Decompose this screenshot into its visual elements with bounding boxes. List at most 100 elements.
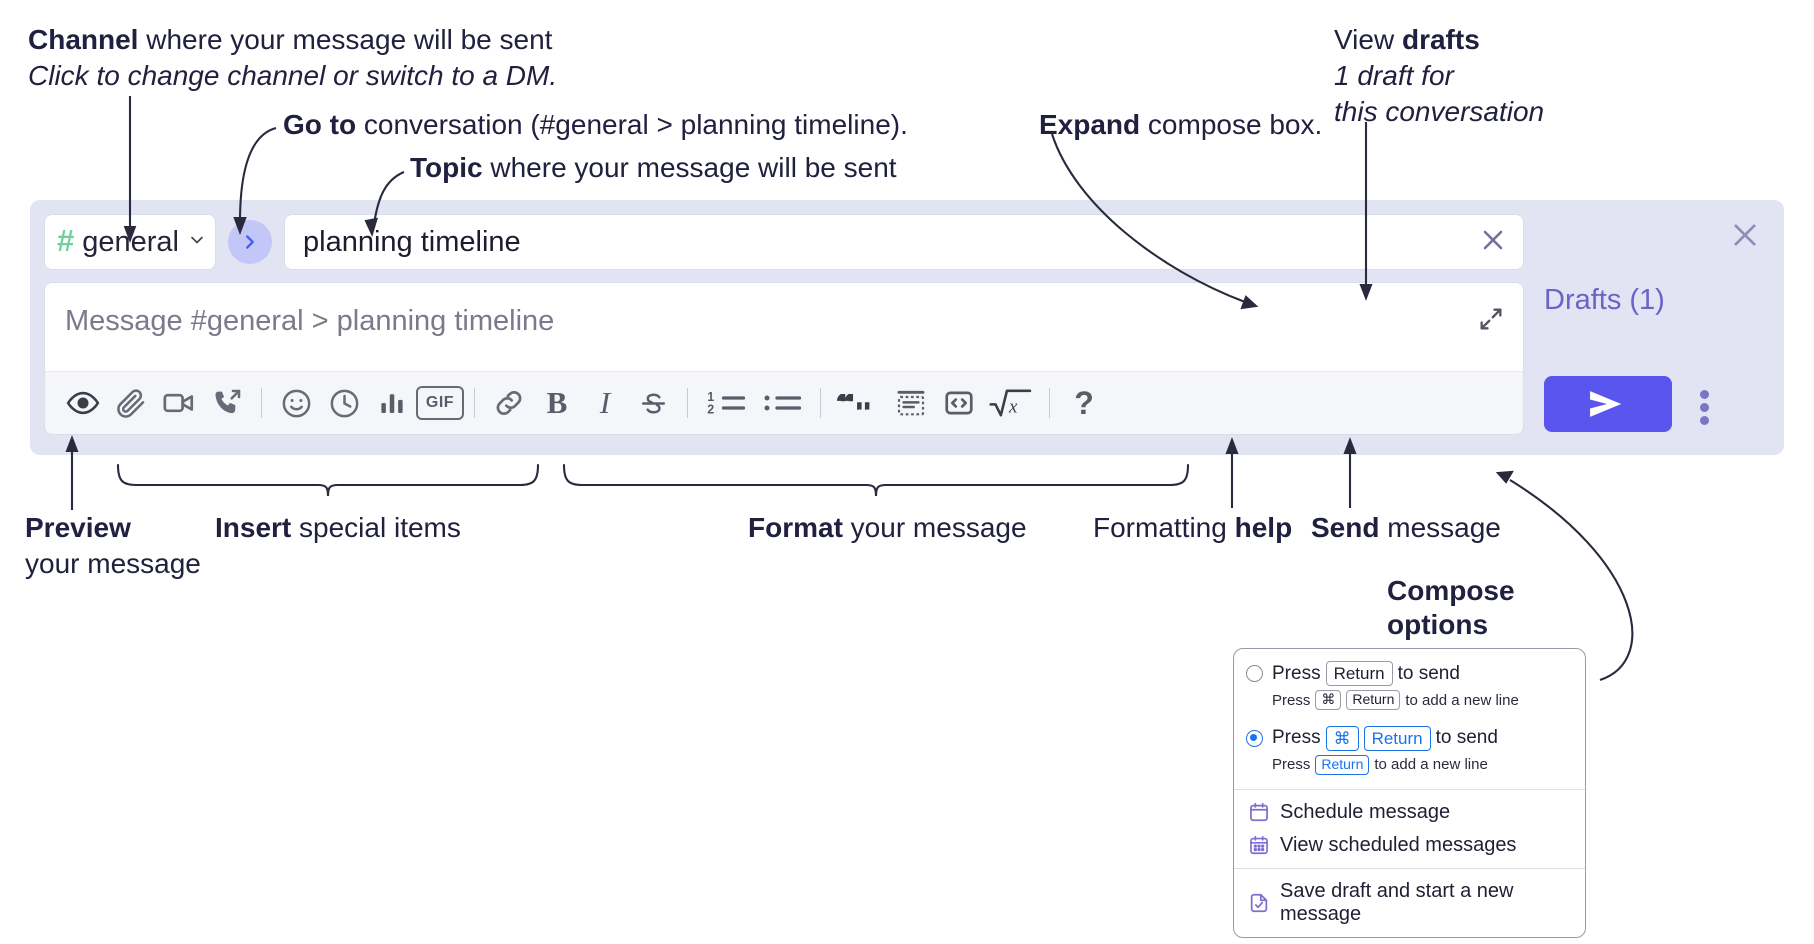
annotation-drafts-bold: drafts <box>1401 24 1480 55</box>
menu-item-label: Save draft and start a new message <box>1280 879 1514 925</box>
annotation-compose-bold1: Compose <box>1387 575 1515 606</box>
blockquote-icon[interactable] <box>831 379 887 427</box>
menu-radio-subtext: Press Return to add a new line <box>1234 753 1585 783</box>
menu-radio-row[interactable]: Press ⌘ Return to send <box>1234 718 1585 753</box>
topic-input[interactable]: planning timeline <box>284 214 1524 270</box>
channel-selector[interactable]: # general <box>44 214 216 270</box>
key-chip: ⌘ <box>1325 725 1359 751</box>
code-block-icon[interactable] <box>887 379 935 427</box>
annotation-format-rest: your message <box>842 512 1027 543</box>
clear-topic-icon[interactable] <box>1477 224 1509 261</box>
annotation-drafts-sub1: 1 draft for <box>1334 59 1454 91</box>
emoji-icon[interactable] <box>272 379 320 427</box>
menu-item-view-scheduled-messages[interactable]: View scheduled messages <box>1234 829 1585 862</box>
preview-icon[interactable] <box>59 379 107 427</box>
annotation-goto-rest: conversation (#general > planning timeli… <box>356 109 908 140</box>
annotation-channel: Channel where your message will be sent … <box>28 22 557 94</box>
opt-text: to add a new line <box>1374 756 1488 774</box>
compose-header-row: # general planning timeline <box>44 214 1524 270</box>
annotation-send: Send message <box>1311 510 1501 546</box>
annotation-topic-bold: Topic <box>410 152 483 183</box>
compose-right-column: Drafts (1) <box>1524 200 1784 455</box>
ordered-list-icon[interactable]: 1 2 <box>698 379 754 427</box>
annotation-insert-rest: special items <box>291 512 461 543</box>
key-chip: Return <box>1346 690 1401 710</box>
bold-icon[interactable]: B <box>546 385 568 420</box>
menu-radio-row[interactable]: Press Return to send <box>1234 649 1585 688</box>
annotation-preview-sub: your message <box>25 547 201 579</box>
menu-item-save-draft[interactable]: Save draft and start a new message <box>1234 875 1585 937</box>
radio-label: Press ⌘ Return to send <box>1272 725 1498 751</box>
annotation-help-pre: Formatting <box>1093 512 1235 543</box>
attachment-icon[interactable] <box>107 379 155 427</box>
close-icon[interactable] <box>1728 218 1762 257</box>
opt-text: to add a new line <box>1405 691 1519 709</box>
key-chip: Return <box>1325 661 1393 687</box>
annotation-preview: Preview your message <box>25 510 201 582</box>
svg-text:2: 2 <box>707 403 714 417</box>
toolbar-separator <box>261 388 262 418</box>
annotation-drafts-pre: View <box>1334 24 1402 55</box>
annotation-help-bold: help <box>1234 512 1293 543</box>
opt-text: Press <box>1272 756 1311 774</box>
formatting-toolbar: GIF B I 1 2 <box>44 371 1524 435</box>
annotation-format: Format your message <box>748 510 1027 546</box>
formatting-help-icon[interactable]: ? <box>1074 384 1094 421</box>
toolbar-separator <box>687 388 688 418</box>
video-icon[interactable] <box>155 379 203 427</box>
expand-icon[interactable] <box>1477 305 1505 338</box>
annotation-goto: Go to conversation (#general > planning … <box>283 107 908 143</box>
key-chip: ⌘ <box>1315 690 1342 710</box>
annotation-insert-bold: Insert <box>215 512 292 543</box>
radio-label: Press Return to send <box>1272 661 1460 687</box>
menu-item-schedule-message[interactable]: Schedule message <box>1234 796 1585 829</box>
annotation-expand-bold: Expand <box>1039 109 1141 140</box>
annotation-drafts-sub2: this conversation <box>1334 95 1545 127</box>
svg-text:x: x <box>1008 396 1018 417</box>
annotation-expand-rest: compose box. <box>1140 109 1323 140</box>
key-chip: Return <box>1315 755 1370 775</box>
strikethrough-icon[interactable] <box>629 379 677 427</box>
annotation-goto-bold: Go to <box>283 109 357 140</box>
svg-text:1: 1 <box>707 390 714 404</box>
math-icon[interactable]: x <box>983 379 1039 427</box>
opt-text: to send <box>1435 727 1498 749</box>
annotation-channel-bold: Channel <box>28 24 139 55</box>
annotation-send-rest: message <box>1379 512 1501 543</box>
annotation-preview-bold: Preview <box>25 512 131 543</box>
chevron-down-icon <box>187 230 207 255</box>
opt-text: Press <box>1272 691 1311 709</box>
annotation-format-bold: Format <box>748 512 843 543</box>
radio-cmd-return-to-send[interactable] <box>1246 729 1263 747</box>
radio-return-to-send[interactable] <box>1246 665 1263 683</box>
inline-code-icon[interactable] <box>935 379 983 427</box>
annotation-expand: Expand compose box. <box>1039 107 1322 143</box>
compose-panel: # general planning timeline Message #gen… <box>30 200 1784 455</box>
message-placeholder: Message #general > planning timeline <box>65 305 555 337</box>
menu-divider <box>1234 867 1585 869</box>
menu-radio-subtext: Press ⌘ Return to add a new line <box>1234 688 1585 718</box>
toolbar-separator <box>474 388 475 418</box>
message-input[interactable]: Message #general > planning timeline <box>44 282 1524 371</box>
huddle-icon[interactable] <box>203 379 251 427</box>
annotation-channel-sub: Click to change channel or switch to a D… <box>28 59 558 91</box>
annotation-compose-bold2: options <box>1387 609 1489 641</box>
opt-text: Press <box>1272 662 1321 684</box>
poll-icon[interactable] <box>368 379 416 427</box>
drafts-link[interactable]: Drafts (1) <box>1544 284 1665 316</box>
more-vertical-icon[interactable] <box>1700 386 1709 429</box>
annotation-drafts: View drafts 1 draft for this conversatio… <box>1334 22 1544 129</box>
annotation-insert: Insert special items <box>215 510 461 546</box>
bulleted-list-icon[interactable] <box>754 379 810 427</box>
italic-icon[interactable]: I <box>599 385 611 420</box>
opt-text: Press <box>1272 727 1321 749</box>
gif-icon[interactable]: GIF <box>416 379 464 427</box>
opt-text: to send <box>1397 662 1460 684</box>
calendar-grid-icon <box>1248 834 1270 856</box>
goto-conversation-button[interactable] <box>228 220 272 264</box>
link-icon[interactable] <box>485 379 533 427</box>
hash-icon: # <box>57 222 75 258</box>
annotation-formatting-help: Formatting help <box>1093 510 1292 546</box>
schedule-icon[interactable] <box>320 379 368 427</box>
send-button[interactable] <box>1544 376 1672 432</box>
